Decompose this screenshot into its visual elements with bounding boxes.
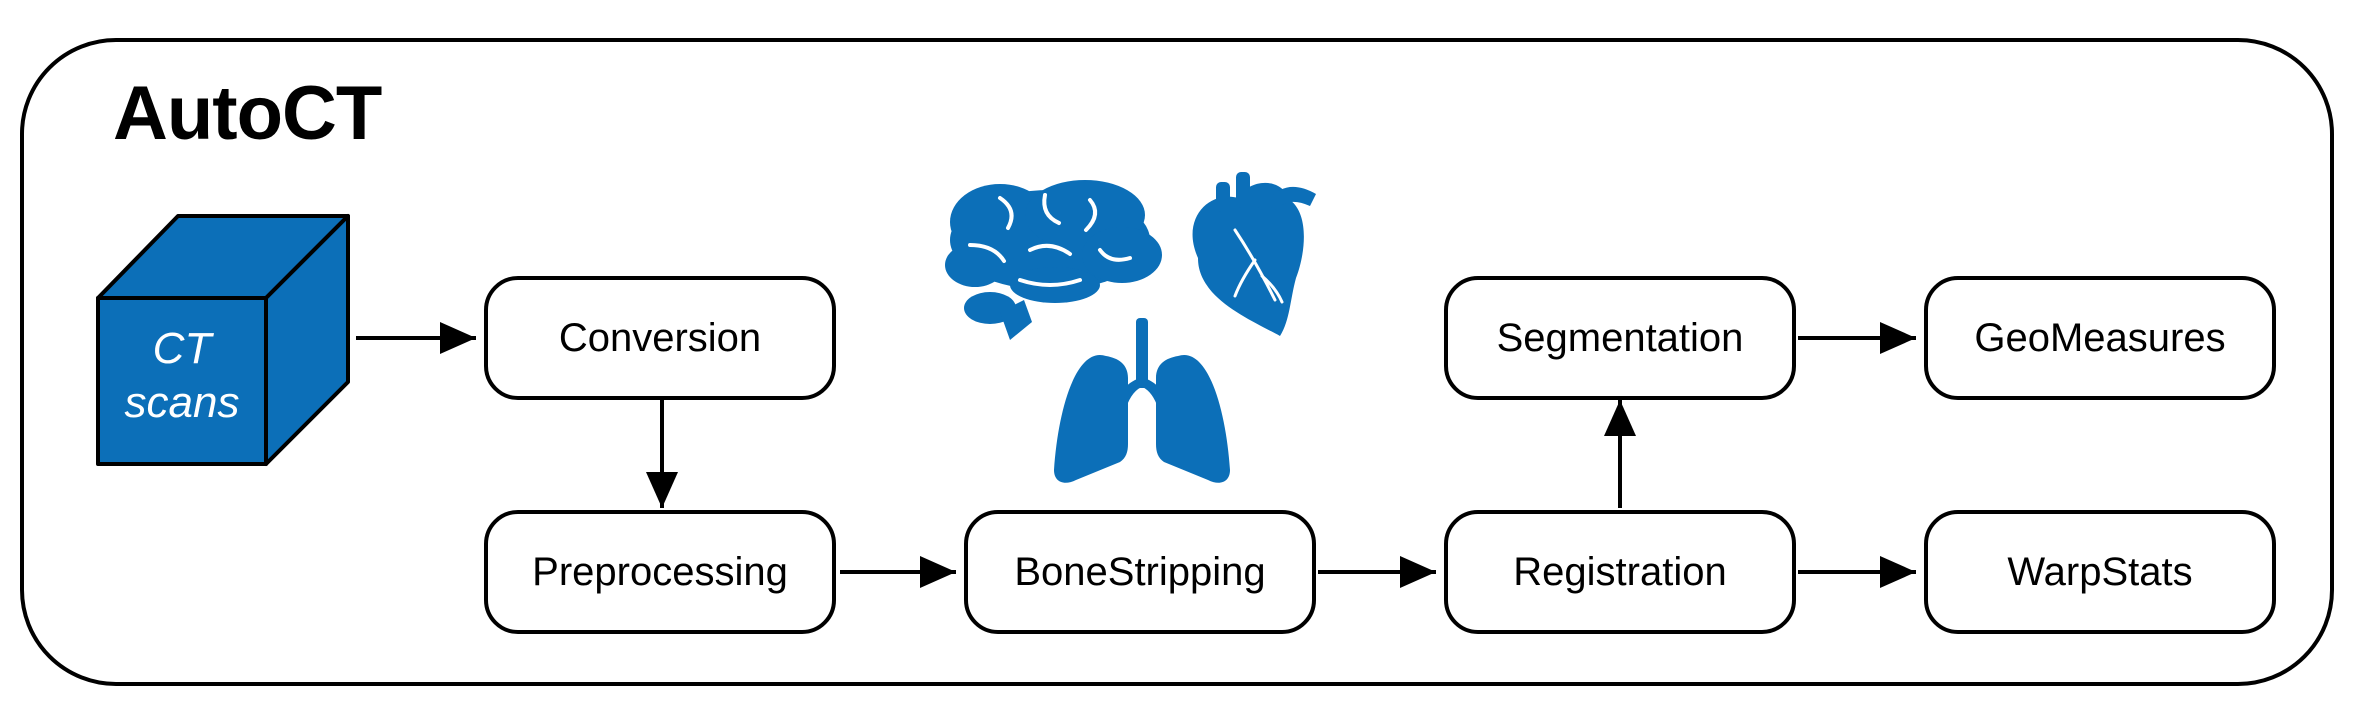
node-registration: Registration xyxy=(1444,510,1796,634)
pipeline-frame xyxy=(20,38,2334,686)
ct-scans-label-line1: CT xyxy=(152,324,212,373)
diagram-title: AutoCT xyxy=(113,71,382,156)
ct-scans-cube xyxy=(96,214,350,466)
brain-icon xyxy=(945,180,1162,340)
lungs-icon xyxy=(1054,318,1230,483)
node-geomeasures: GeoMeasures xyxy=(1924,276,2276,400)
node-segmentation: Segmentation xyxy=(1444,276,1796,400)
node-warpstats: WarpStats xyxy=(1924,510,2276,634)
node-preprocessing: Preprocessing xyxy=(484,510,836,634)
node-conversion: Conversion xyxy=(484,276,836,400)
ct-scans-label: CT scans xyxy=(98,322,266,430)
heart-icon xyxy=(1192,172,1316,336)
node-bonestripping: BoneStripping xyxy=(964,510,1316,634)
ct-scans-label-line2: scans xyxy=(124,378,240,427)
